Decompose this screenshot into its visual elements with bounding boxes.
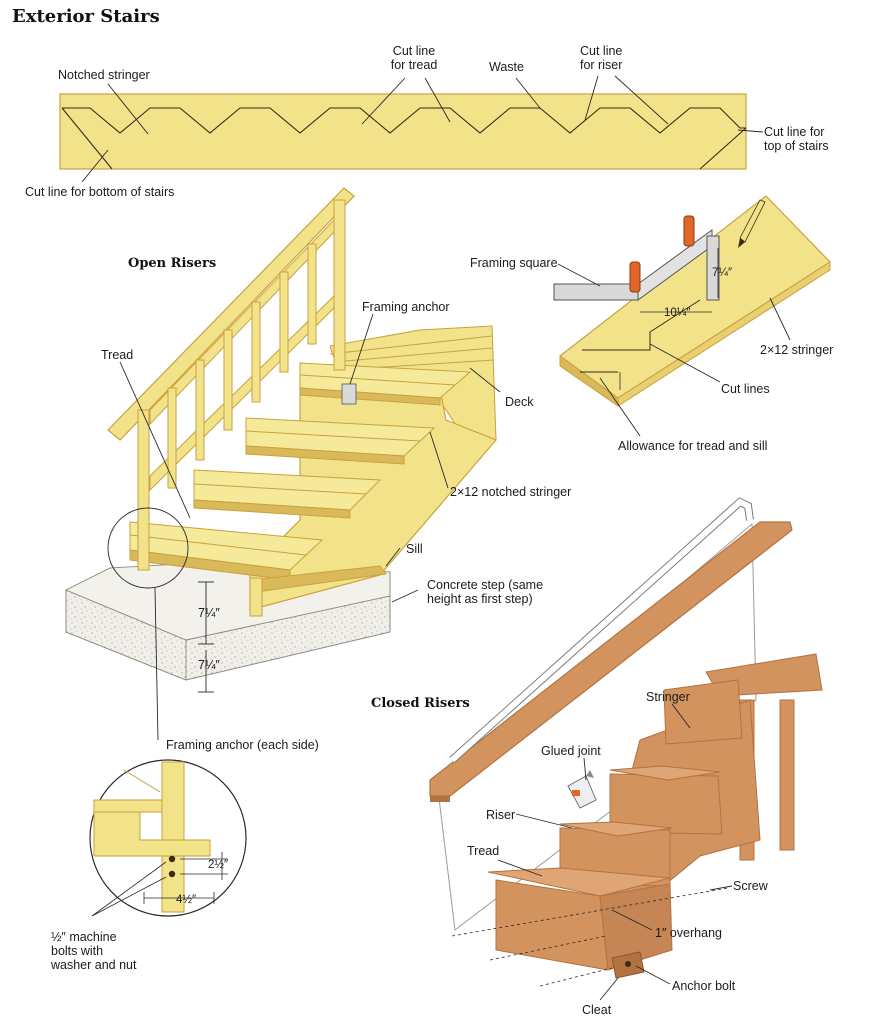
stringer-cut-zigzag (62, 107, 746, 134)
label-riser: Riser (486, 808, 516, 822)
label-waste: Waste (489, 60, 524, 74)
label-framing-square: Framing square (470, 256, 558, 270)
label-closed-stringer: Stringer (646, 690, 690, 704)
dim-detail-vertical: 2½″ (208, 859, 229, 871)
label-deck: Deck (505, 395, 534, 409)
cleat-and-anchor (611, 951, 645, 979)
concrete-step (64, 559, 391, 681)
layout-stringer-board (559, 195, 831, 407)
label-cut-line-top: Cut line for top of stairs (764, 125, 829, 153)
label-cut-line-bottom: Cut line for bottom of stairs (25, 185, 175, 199)
label-open-notched-stringer: 2×12 notched stringer (450, 485, 572, 499)
label-cut-lines: Cut lines (721, 382, 770, 396)
closed-leaders (497, 703, 733, 1001)
closed-stair-steps (487, 679, 743, 971)
label-machine-bolts: ½″ machine bolts with washer and nut (51, 930, 137, 972)
label-overhang: 1″ overhang (655, 926, 722, 940)
framing-anchor-plate (341, 383, 357, 405)
label-framing-anchor-each-side: Framing anchor (each side) (166, 738, 319, 752)
framing-square-tool (553, 199, 766, 313)
page-title: Exterior Stairs (12, 6, 160, 27)
label-anchor-bolt: Anchor bolt (672, 979, 736, 993)
closed-rail-board (429, 521, 793, 802)
glue-bottle (567, 770, 597, 809)
dim-open-lower: 7¼″ (198, 658, 220, 672)
screw-lines (451, 887, 729, 987)
label-open-tread: Tread (101, 348, 134, 362)
dim-layout-rise: 7¼″ (712, 267, 733, 279)
open-stair-treads (129, 362, 472, 581)
notched-stringer-strip (59, 93, 747, 170)
label-cut-line-tread: Cut line for tread (390, 44, 438, 72)
label-concrete-step: Concrete step (same height as first step… (427, 578, 544, 606)
dim-open-upper: 7¼″ (198, 606, 220, 620)
label-cleat: Cleat (582, 1003, 612, 1017)
handrail (449, 497, 754, 763)
heading-closed-risers: Closed Risers (371, 696, 470, 711)
label-closed-tread: Tread (467, 844, 500, 858)
label-glued-joint: Glued joint (541, 744, 601, 758)
label-layout-stringer: 2×12 stringer (760, 343, 834, 357)
sill (249, 565, 387, 617)
dim-detail-horizontal: 4½″ (176, 894, 197, 906)
layout-leaders (557, 263, 791, 437)
open-stair-leaders (107, 313, 501, 741)
label-screw: Screw (733, 879, 768, 893)
label-cut-line-riser: Cut line for riser (580, 44, 623, 72)
label-allowance: Allowance for tread and sill (618, 439, 768, 453)
label-sill: Sill (406, 542, 423, 556)
anchor-detail-circle (89, 759, 247, 917)
dim-layout-run: 10¼″ (664, 307, 691, 319)
open-stair-railing (107, 187, 355, 571)
open-stair-dimension-lines (198, 581, 214, 693)
heading-open-risers: Open Risers (128, 256, 217, 271)
label-framing-anchor: Framing anchor (362, 300, 450, 314)
label-notched-stringer: Notched stringer (58, 68, 150, 82)
strip-leader-lines (81, 75, 764, 183)
